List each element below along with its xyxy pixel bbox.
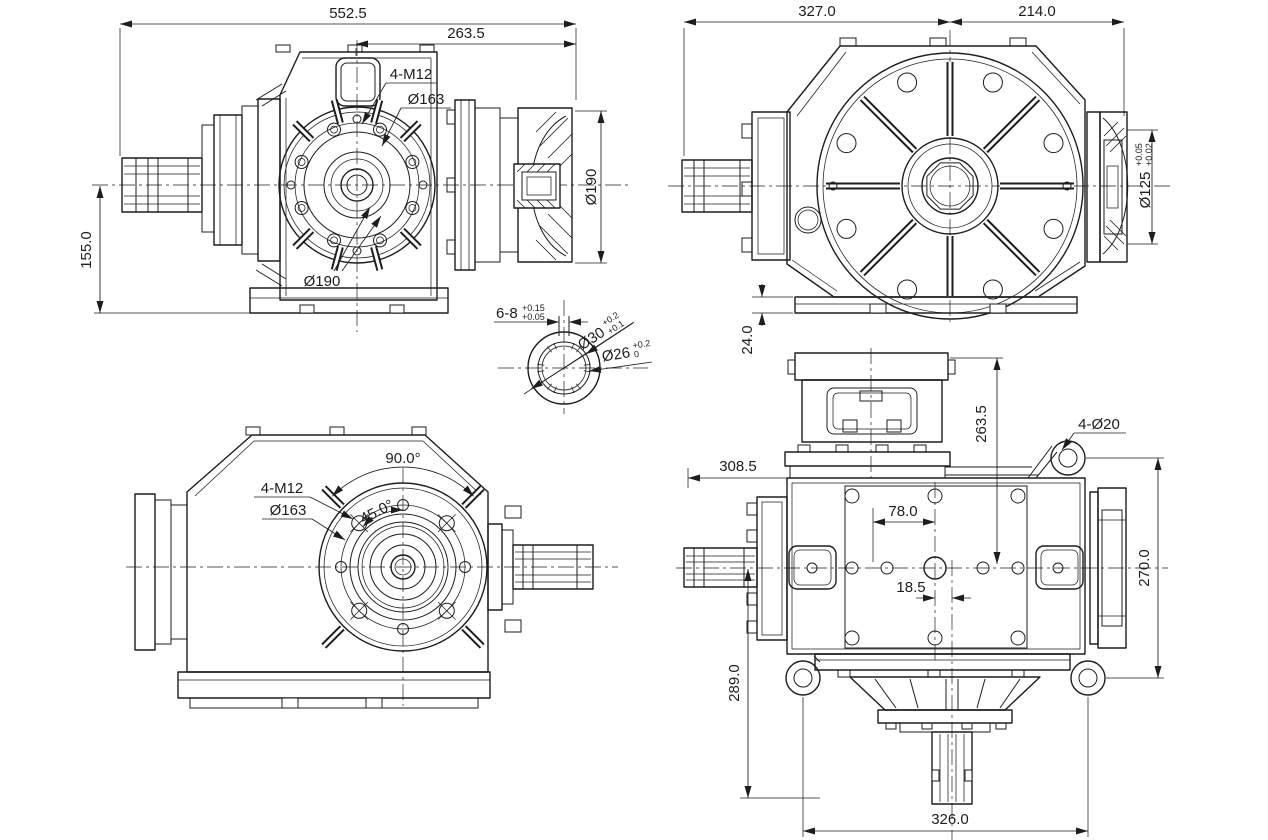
- svg-text:+0.02: +0.02: [1144, 143, 1154, 166]
- dim-base-height: 24.0: [739, 325, 756, 354]
- dim-width-right: 214.0: [1018, 3, 1056, 20]
- rear-left-flange: [134, 493, 188, 651]
- dim-overall-length: 552.5: [329, 5, 367, 22]
- dim-hole-spacing: 78.0: [888, 503, 917, 520]
- dim-shaft-offset: 18.5: [896, 579, 925, 596]
- front-ribbed-flange: [816, 52, 1084, 320]
- side-base: [249, 287, 449, 314]
- plan-dimensions: 308.5 263.5 4-Ø20 78.0 18.5 270.0 289.0 …: [687, 357, 1164, 837]
- dim-center-height: 155.0: [78, 231, 95, 269]
- plan-view: 308.5 263.5 4-Ø20 78.0 18.5 270.0 289.0 …: [676, 348, 1168, 840]
- side-dimensions: 552.5 263.5 155.0 Ø190 4-M12 Ø163 Ø190: [78, 5, 607, 314]
- callout-bolt-circle: Ø163: [408, 91, 445, 108]
- svg-text:Ø125: Ø125: [1137, 172, 1154, 209]
- front-base: [794, 296, 1078, 314]
- dim-angle: 90.0°: [385, 450, 420, 467]
- callout-rear-bolts: 4-M12: [261, 480, 304, 497]
- dim-height-top: 263.5: [973, 405, 990, 443]
- callout-bolts: 4-M12: [390, 66, 433, 83]
- front-oil-plug: [794, 206, 822, 234]
- svg-text:0: 0: [633, 349, 640, 360]
- side-flange-bolt-holes: [286, 114, 428, 256]
- dim-offset-left: 308.5: [719, 458, 757, 475]
- plan-input-shaft: [683, 496, 788, 641]
- front-input-shaft: [681, 111, 791, 261]
- spline-detail-view: 6-8 +0.15 +0.05 Ø30 +0.2 +0.1 Ø26 +0.2 0: [494, 300, 653, 414]
- dim-spline-width: 6-8: [496, 305, 518, 322]
- svg-text:Ø26: Ø26: [601, 344, 632, 365]
- dim-angle-half: 45.0°: [357, 496, 396, 527]
- plan-body: [786, 477, 1086, 655]
- side-flange-face: [278, 99, 436, 271]
- callout-flange-diameter: Ø190: [304, 273, 341, 290]
- plan-bottom-output: [814, 653, 1071, 805]
- dim-pilot-bore: Ø125 +0.05 +0.02: [1134, 143, 1154, 208]
- dim-flange-offset: 263.5: [447, 25, 485, 42]
- callout-rear-bolt-circle: Ø163: [270, 502, 307, 519]
- front-output-flange-section: [1086, 111, 1129, 263]
- rear-flange-face: [318, 482, 488, 652]
- side-view: 552.5 263.5 155.0 Ø190 4-M12 Ø163 Ø190: [78, 5, 632, 332]
- front-view: 327.0 214.0 Ø125 +0.05 +0.02 24.0: [668, 3, 1172, 355]
- plan-top-flange-assembly: [784, 352, 1038, 479]
- svg-text:+0.2: +0.2: [632, 338, 651, 351]
- side-output-flange-section: [446, 99, 573, 271]
- rear-dimensions: 90.0° 45.0° 4-M12 Ø163: [254, 450, 475, 541]
- side-bearing-stack: [201, 83, 287, 287]
- dim-width-left: 327.0: [798, 3, 836, 20]
- rear-output-shaft: [487, 505, 594, 633]
- rear-base: [177, 671, 491, 709]
- spline-teeth: [537, 342, 591, 394]
- dim-spline-minor: Ø26 +0.2 0: [601, 338, 651, 366]
- side-breather-cover: [335, 57, 381, 107]
- plan-corner-lugs: [785, 440, 1106, 696]
- front-bolt-holes: [836, 72, 1064, 300]
- dim-pilot-diameter: Ø190: [583, 169, 600, 206]
- svg-text:+0.05: +0.05: [1134, 143, 1144, 166]
- callout-lug-holes: 4-Ø20: [1078, 416, 1120, 433]
- dim-spline-width-tol-hi: +0.15: [522, 303, 545, 313]
- dim-height: 289.0: [726, 664, 743, 702]
- dim-lug-span: 326.0: [931, 811, 969, 828]
- dim-spline-width-tol-lo: +0.05: [522, 312, 545, 322]
- dim-width: 270.0: [1136, 549, 1153, 587]
- plan-right-flange: [1089, 487, 1127, 649]
- rear-view: 90.0° 45.0° 4-M12 Ø163: [126, 426, 618, 709]
- front-dimensions: 327.0 214.0 Ø125 +0.05 +0.02 24.0: [683, 3, 1158, 355]
